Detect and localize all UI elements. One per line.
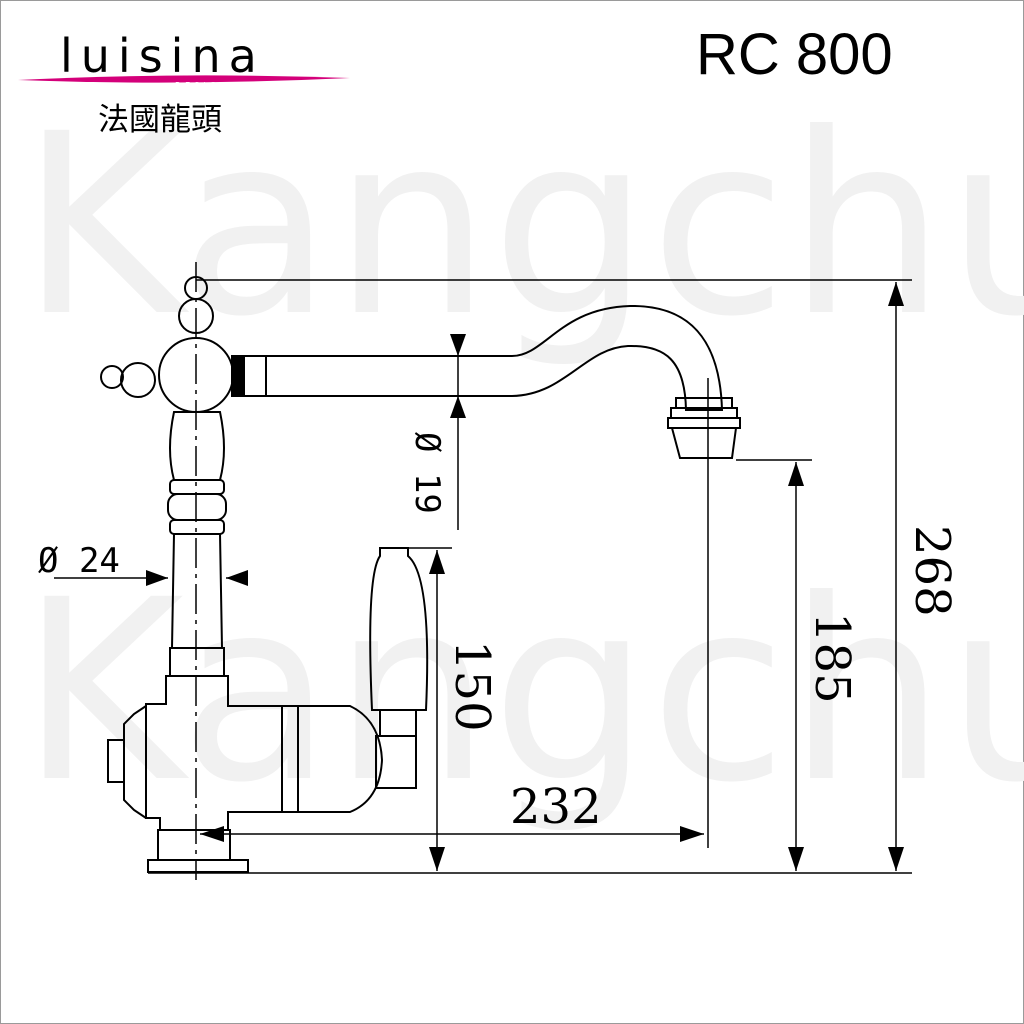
side-knob-small	[100, 365, 124, 389]
column-upper	[169, 411, 225, 481]
arrowheads	[146, 282, 904, 871]
watermark-top: Kangchu	[20, 80, 1024, 371]
arrow-handle-bottom	[429, 847, 445, 871]
cartridge-ring	[281, 705, 299, 813]
arrow-body-left	[146, 570, 168, 586]
side-knob	[120, 362, 156, 398]
aerator-ring-3	[667, 417, 741, 429]
arrow-reach-right	[680, 826, 704, 842]
valve-end	[107, 739, 125, 783]
label-total-height: 268	[904, 525, 960, 617]
arrow-spout-top	[788, 462, 804, 486]
column-ring-1	[169, 479, 225, 495]
spout-collar	[231, 355, 245, 397]
model-number: RC 800	[696, 22, 893, 87]
valve-cartridge	[281, 705, 384, 813]
arrow-handle-top	[429, 550, 445, 574]
brand-tagline: DESIGN	[175, 81, 230, 90]
arrow-total-bottom	[888, 847, 904, 871]
arrow-total-top	[888, 282, 904, 306]
label-handle-height: 150	[444, 640, 500, 732]
label-reach: 232	[510, 779, 602, 835]
label-spout-diameter: Ø 19	[407, 432, 447, 514]
arrow-body-right	[226, 570, 248, 586]
arrow-diam-bottom	[450, 396, 466, 418]
brand-name: luisina	[60, 29, 265, 83]
brand-logo: luisina DESIGN 法國龍頭	[18, 29, 350, 138]
column-ring-3	[169, 519, 225, 535]
arrow-reach-left	[200, 826, 224, 842]
brand-chinese: 法國龍頭	[98, 102, 222, 138]
spout-nut	[243, 355, 267, 397]
label-body-diameter: Ø 24	[38, 541, 120, 581]
brand-swoosh	[18, 75, 350, 83]
watermark-bottom: Kangchu	[20, 546, 1024, 837]
arrow-diam-top	[450, 334, 466, 356]
label-spout-height: 185	[804, 612, 860, 704]
mount-base	[147, 859, 249, 873]
lever-handle	[369, 547, 429, 711]
aerator-tip	[670, 427, 738, 459]
lever-hub	[375, 735, 417, 789]
arrow-spout-bottom	[788, 847, 804, 871]
dimension-lines	[54, 279, 912, 874]
spout	[266, 304, 724, 411]
column-ring-2	[167, 493, 227, 521]
aerator-ring-1	[675, 397, 733, 409]
